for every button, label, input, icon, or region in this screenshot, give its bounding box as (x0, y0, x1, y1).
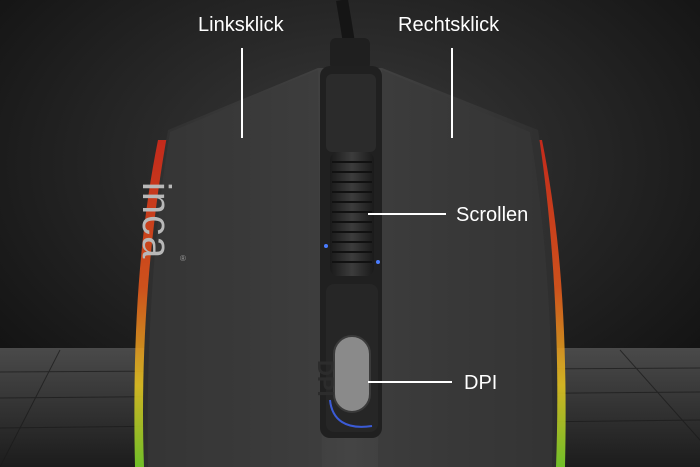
scroll-wheel[interactable] (330, 152, 374, 276)
cable-strain-relief (330, 38, 370, 70)
dpi-button-print: DPI (313, 360, 338, 397)
scroll-label: Scrollen (456, 204, 529, 226)
dpi-blue-accent (329, 399, 373, 428)
scroll-wheel-ridges (332, 161, 372, 263)
dpi-label: DPI (464, 372, 498, 394)
left-click-label: Linksklick (198, 14, 284, 36)
right-button-surface[interactable] (378, 70, 553, 467)
left-button-surface[interactable] (147, 70, 322, 467)
top-center-cover (326, 74, 376, 152)
blue-led-left (324, 244, 328, 248)
brand-logo: inca (134, 182, 178, 260)
blue-led-right (376, 260, 380, 264)
registered-mark: ® (180, 254, 186, 263)
callout-lines (241, 48, 453, 383)
right-click-label: Rechtsklick (398, 14, 500, 36)
dpi-button[interactable] (333, 335, 371, 413)
